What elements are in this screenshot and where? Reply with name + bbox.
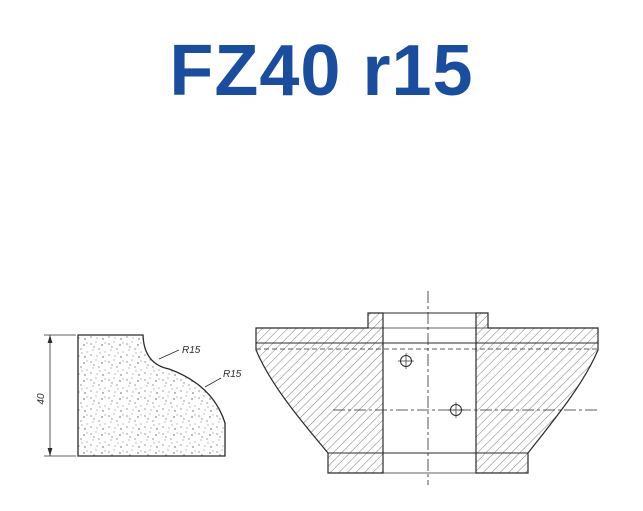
height-dimension: 40 [36,334,76,457]
profile-shape [77,334,226,457]
radius-label-bottom: R15 [223,369,242,380]
profile-cross-section-drawing: 40 R15 R15 [36,334,242,457]
leader-line-bottom-radius [204,377,222,388]
leader-line-top-radius [158,349,180,360]
centerlines [333,291,600,485]
body-left-half [255,312,384,474]
arrowhead-up [47,335,53,343]
cutterhead-section-drawing [255,291,600,485]
arrowhead-down [47,448,53,456]
cutterhead-body [255,312,599,474]
page-title: FZ40 r15 [169,31,474,111]
bolt-holes [398,353,464,418]
height-dimension-label: 40 [36,393,47,405]
radius-callouts: R15 R15 [158,345,242,388]
body-right-half [475,312,599,474]
radius-label-top: R15 [182,345,201,356]
profile-outline [77,334,226,457]
